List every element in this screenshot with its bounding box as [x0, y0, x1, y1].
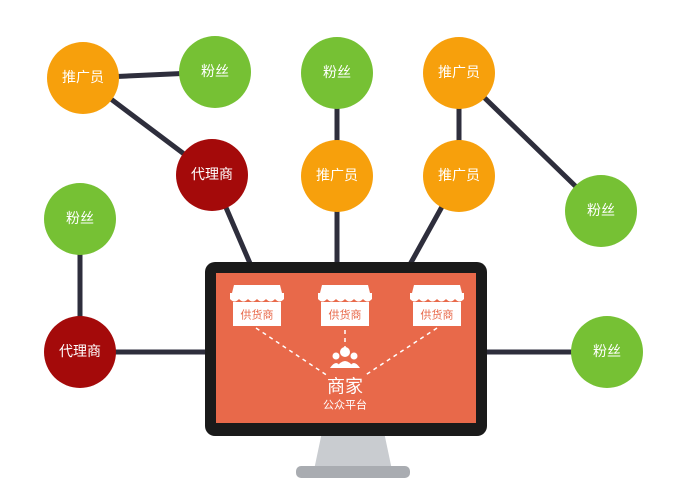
node-fan-3: 粉丝: [565, 175, 637, 247]
link-supplier-1: [255, 327, 329, 377]
link-supplier-3: [363, 327, 438, 377]
fan-label: 粉丝: [593, 344, 621, 360]
promoter-label: 推广员: [316, 168, 358, 184]
node-promoter-2: 推广员: [301, 140, 373, 212]
supplier-label-1: 供货商: [241, 308, 274, 322]
agent-label: 代理商: [59, 344, 101, 360]
node-fan-2: 粉丝: [301, 37, 373, 109]
fan-label: 粉丝: [66, 211, 94, 227]
supplier-store-1: 供货商: [230, 285, 284, 326]
supplier-store-3: 供货商: [410, 285, 464, 326]
supplier-merchant-links: [255, 327, 438, 377]
monitor-stand-base: [296, 466, 410, 478]
store-icon: [318, 285, 372, 326]
node-agent-1: 代理商: [176, 139, 248, 211]
agent-label: 代理商: [191, 167, 233, 183]
fan-label: 粉丝: [323, 65, 351, 81]
monitor-stand-neck: [314, 432, 392, 470]
node-promoter-4: 推广员: [423, 140, 495, 212]
merchant-label: 商家: [327, 377, 363, 398]
supplier-label-2: 供货商: [329, 308, 362, 322]
fan-label: 粉丝: [587, 203, 615, 219]
store-icon: [410, 285, 464, 326]
supplier-label-3: 供货商: [421, 308, 454, 322]
node-fan-1: 粉丝: [179, 36, 251, 108]
promoter-label: 推广员: [62, 70, 104, 86]
node-promoter-1: 推广员: [47, 42, 119, 114]
promoter-label: 推广员: [438, 65, 480, 81]
node-fan-5: 粉丝: [571, 316, 643, 388]
platform-label: 公众平台: [323, 398, 367, 412]
node-promoter-3: 推广员: [423, 37, 495, 109]
fan-label: 粉丝: [201, 64, 229, 80]
merchant-people-icon: [330, 347, 360, 368]
store-icon: [230, 285, 284, 326]
node-fan-4: 粉丝: [44, 183, 116, 255]
supplier-store-2: 供货商: [318, 285, 372, 326]
promoter-label: 推广员: [438, 168, 480, 184]
node-agent-2: 代理商: [44, 316, 116, 388]
monitor: 供货商 供货商 供货商 商家: [205, 262, 487, 478]
